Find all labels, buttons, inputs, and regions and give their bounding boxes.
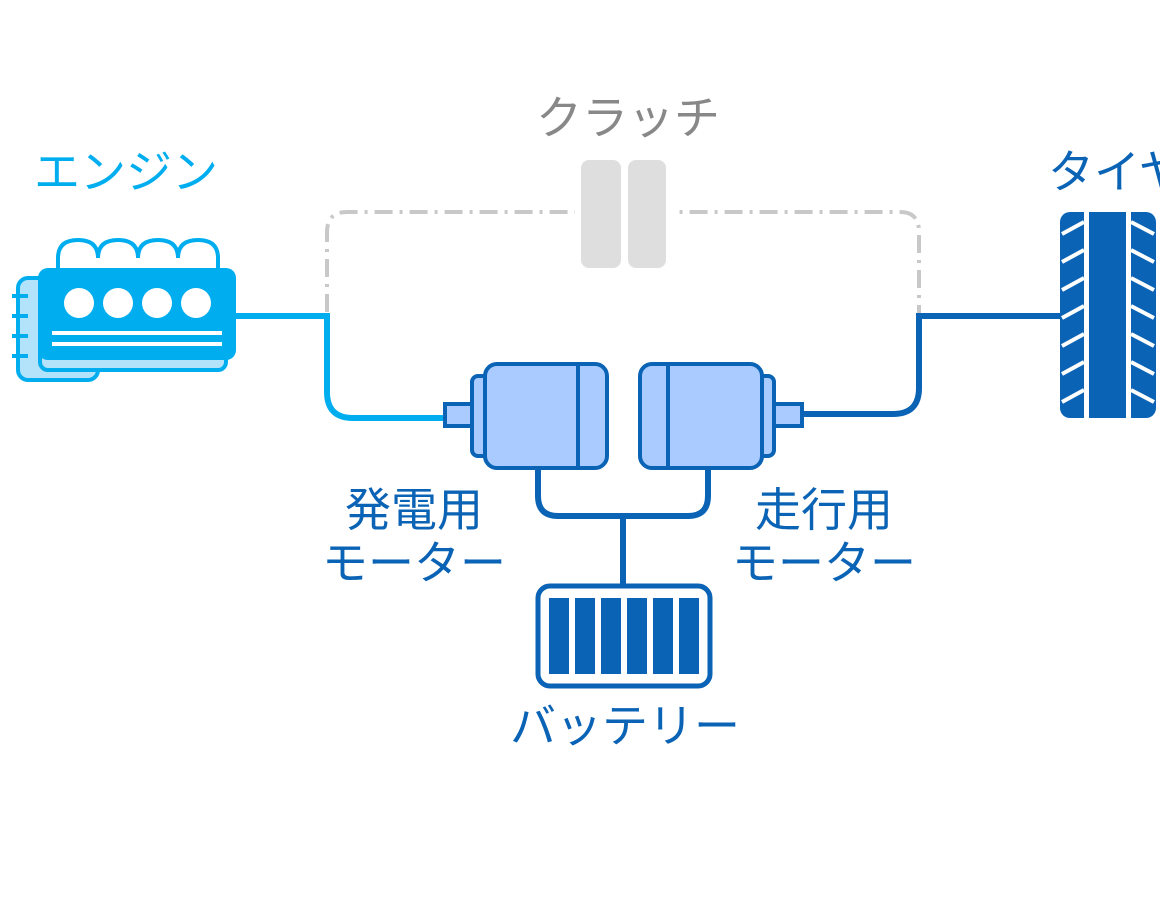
engine-shaft-line xyxy=(234,313,448,421)
drive-motor-label-line2: モーター xyxy=(732,535,916,590)
battery-label: バッテリー xyxy=(510,699,740,753)
drive-motor-label: 走行用 モーター xyxy=(712,484,936,590)
tire-label: タイヤ xyxy=(1048,145,1160,199)
generator-motor-label: 発電用 モーター xyxy=(300,484,528,590)
drive-motor-icon xyxy=(638,362,804,470)
drive-shaft-line xyxy=(800,313,1064,417)
tire-icon xyxy=(1060,212,1156,418)
battery-wiring xyxy=(535,464,711,588)
generator-motor-label-line1: 発電用 xyxy=(345,483,483,537)
battery-icon xyxy=(535,583,713,689)
generator-motor-label-line2: モーター xyxy=(322,535,506,590)
clutch-icon xyxy=(575,150,673,278)
clutch-label: クラッチ xyxy=(536,91,720,145)
engine-icon xyxy=(12,237,236,382)
engine-label: エンジン xyxy=(34,145,218,199)
generator-motor-icon xyxy=(443,362,609,470)
drive-motor-label-line1: 走行用 xyxy=(755,483,893,537)
